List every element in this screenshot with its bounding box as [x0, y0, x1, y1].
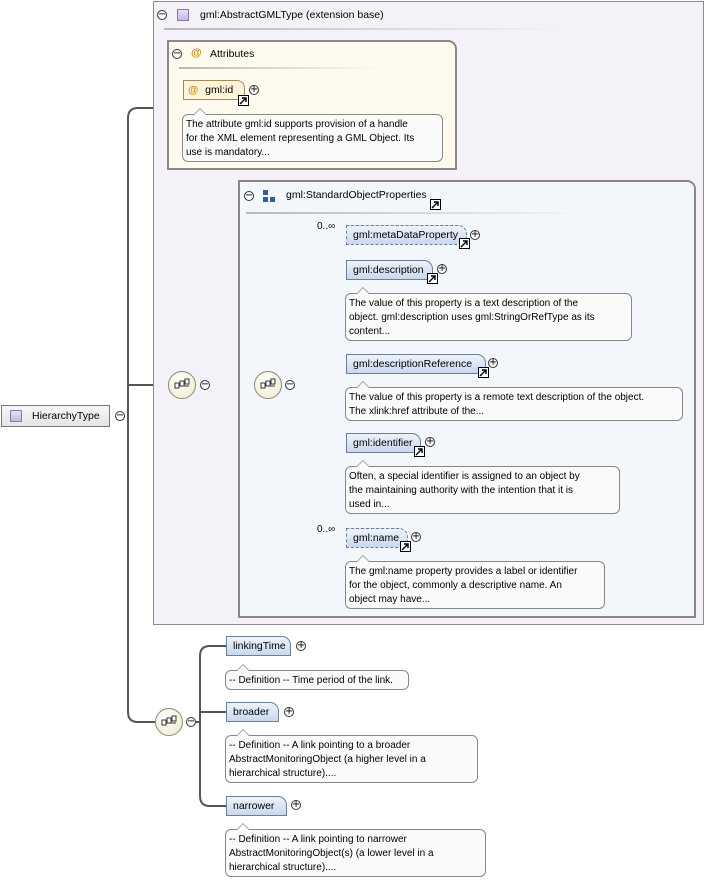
note-line: The gml:name property provides a label o… [349, 566, 578, 577]
note-line: object. gml:description uses gml:StringO… [349, 312, 595, 323]
element-name: linkingTime [233, 640, 286, 652]
note-line: hierarchical structure).... [229, 862, 337, 873]
element-broader[interactable]: broader [226, 702, 279, 722]
note-line: AbstractMonitoringObject (a higher level… [229, 754, 426, 765]
expand-button[interactable]: + [249, 84, 259, 95]
sequence-icon [161, 715, 177, 726]
sequence-collapse-button[interactable]: − [200, 379, 210, 390]
name-doc-note: The gml:name property provides a label o… [345, 555, 605, 609]
sequence-compositor[interactable] [168, 371, 196, 399]
element-gml-descriptionreference[interactable]: gml:descriptionReference [346, 354, 486, 374]
attributes-divider [179, 67, 379, 69]
note-line: Often, a special identifier is assigned … [349, 471, 580, 482]
note-line: content... [349, 326, 391, 337]
expand-button[interactable]: + [284, 706, 294, 717]
note-line: the maintaining authority with the inten… [349, 485, 574, 496]
root-type-box[interactable]: HierarchyType [1, 405, 110, 427]
element-name: gml:identifier [353, 437, 413, 449]
element-narrower[interactable]: narrower [226, 796, 287, 816]
reference-arrow-icon[interactable] [459, 238, 470, 249]
group-collapse-button[interactable]: − [244, 190, 254, 201]
attribute-doc-note: The attribute gml:id supports provision … [182, 108, 443, 162]
expand-button[interactable]: + [291, 799, 301, 810]
element-name: gml:name [353, 532, 400, 544]
expand-button[interactable]: + [488, 357, 498, 368]
note-line: The value of this property is a remote t… [349, 392, 645, 403]
group-icon [263, 190, 275, 202]
element-gml-identifier[interactable]: gml:identifier [346, 433, 421, 453]
sequence-icon [260, 378, 276, 389]
linkingtime-doc-note: -- Definition -- Time period of the link… [225, 664, 409, 690]
note-line: hierarchical structure).... [229, 768, 337, 779]
reference-arrow-icon[interactable] [478, 367, 489, 378]
narrower-doc-note: -- Definition -- A link pointing to narr… [225, 823, 486, 877]
cardinality-label: 0..∞ [317, 221, 336, 232]
note-line: The xlink:href attribute of the... [349, 406, 485, 417]
attribute-name: gml:id [205, 84, 234, 96]
expand-button[interactable]: + [411, 531, 421, 542]
note-line: AbstractMonitoringObject(s) (a lower lev… [229, 848, 434, 859]
root-collapse-button[interactable]: − [115, 410, 125, 421]
note-line: for the object, commonly a descriptive n… [349, 580, 562, 591]
element-name: gml:metaDataProperty [353, 229, 459, 241]
note-line: -- Definition -- A link pointing to narr… [229, 834, 407, 845]
group-divider [246, 212, 586, 214]
element-linkingtime[interactable]: linkingTime [226, 636, 291, 656]
note-line: -- Definition -- A link pointing to a br… [229, 740, 411, 751]
reference-arrow-icon[interactable] [430, 199, 441, 210]
cardinality-label: 0..∞ [317, 524, 336, 535]
attribute-icon: @ [188, 84, 199, 96]
extension-base-label: gml:AbstractGMLType (extension base) [200, 9, 384, 21]
reference-arrow-icon[interactable] [238, 95, 249, 106]
element-name: gml:description [353, 264, 424, 276]
note-line: use is mandatory... [186, 147, 270, 158]
header-divider [164, 28, 564, 30]
note-line: The attribute gml:id supports provision … [186, 119, 408, 130]
expand-button[interactable]: + [470, 229, 480, 240]
element-gml-description[interactable]: gml:description [346, 260, 433, 280]
note-line: object may have... [349, 594, 431, 605]
sequence-collapse-button[interactable]: − [186, 716, 196, 727]
sequence-collapse-button[interactable]: − [285, 379, 295, 390]
note-line: The value of this property is a text des… [349, 298, 579, 309]
attributes-collapse-button[interactable]: − [172, 48, 182, 59]
description-doc-note: The value of this property is a text des… [345, 287, 632, 341]
element-name: broader [233, 706, 270, 718]
sequence-compositor[interactable] [254, 371, 282, 399]
attribute-gml-id[interactable]: @ gml:id [183, 80, 245, 100]
extension-collapse-button[interactable]: − [157, 9, 167, 20]
broader-doc-note: -- Definition -- A link pointing to a br… [225, 729, 478, 783]
attributes-title: Attributes [210, 48, 255, 60]
root-type-label: HierarchyType [32, 410, 100, 422]
element-name: narrower [233, 800, 275, 812]
complex-type-icon [10, 410, 22, 422]
note-line: used in... [349, 499, 390, 510]
descriptionreference-doc-note: The value of this property is a remote t… [345, 381, 683, 421]
element-gml-metadataproperty[interactable]: gml:metaDataProperty [346, 225, 467, 245]
attribute-icon: @ [191, 47, 202, 59]
note-line: for the XML element representing a GML O… [186, 133, 415, 144]
sequence-compositor[interactable] [155, 708, 183, 736]
expand-button[interactable]: + [437, 263, 447, 274]
expand-button[interactable]: + [425, 436, 435, 447]
complex-type-icon [177, 9, 189, 21]
note-line: -- Definition -- Time period of the link… [229, 675, 393, 686]
element-gml-name[interactable]: gml:name [346, 528, 408, 548]
element-name: gml:descriptionReference [353, 358, 473, 370]
reference-arrow-icon[interactable] [414, 446, 425, 457]
reference-arrow-icon[interactable] [427, 273, 438, 284]
sequence-icon [174, 378, 190, 389]
reference-arrow-icon[interactable] [400, 541, 411, 552]
group-label: gml:StandardObjectProperties [286, 189, 427, 201]
identifier-doc-note: Often, a special identifier is assigned … [345, 460, 620, 514]
expand-button[interactable]: + [296, 640, 306, 651]
